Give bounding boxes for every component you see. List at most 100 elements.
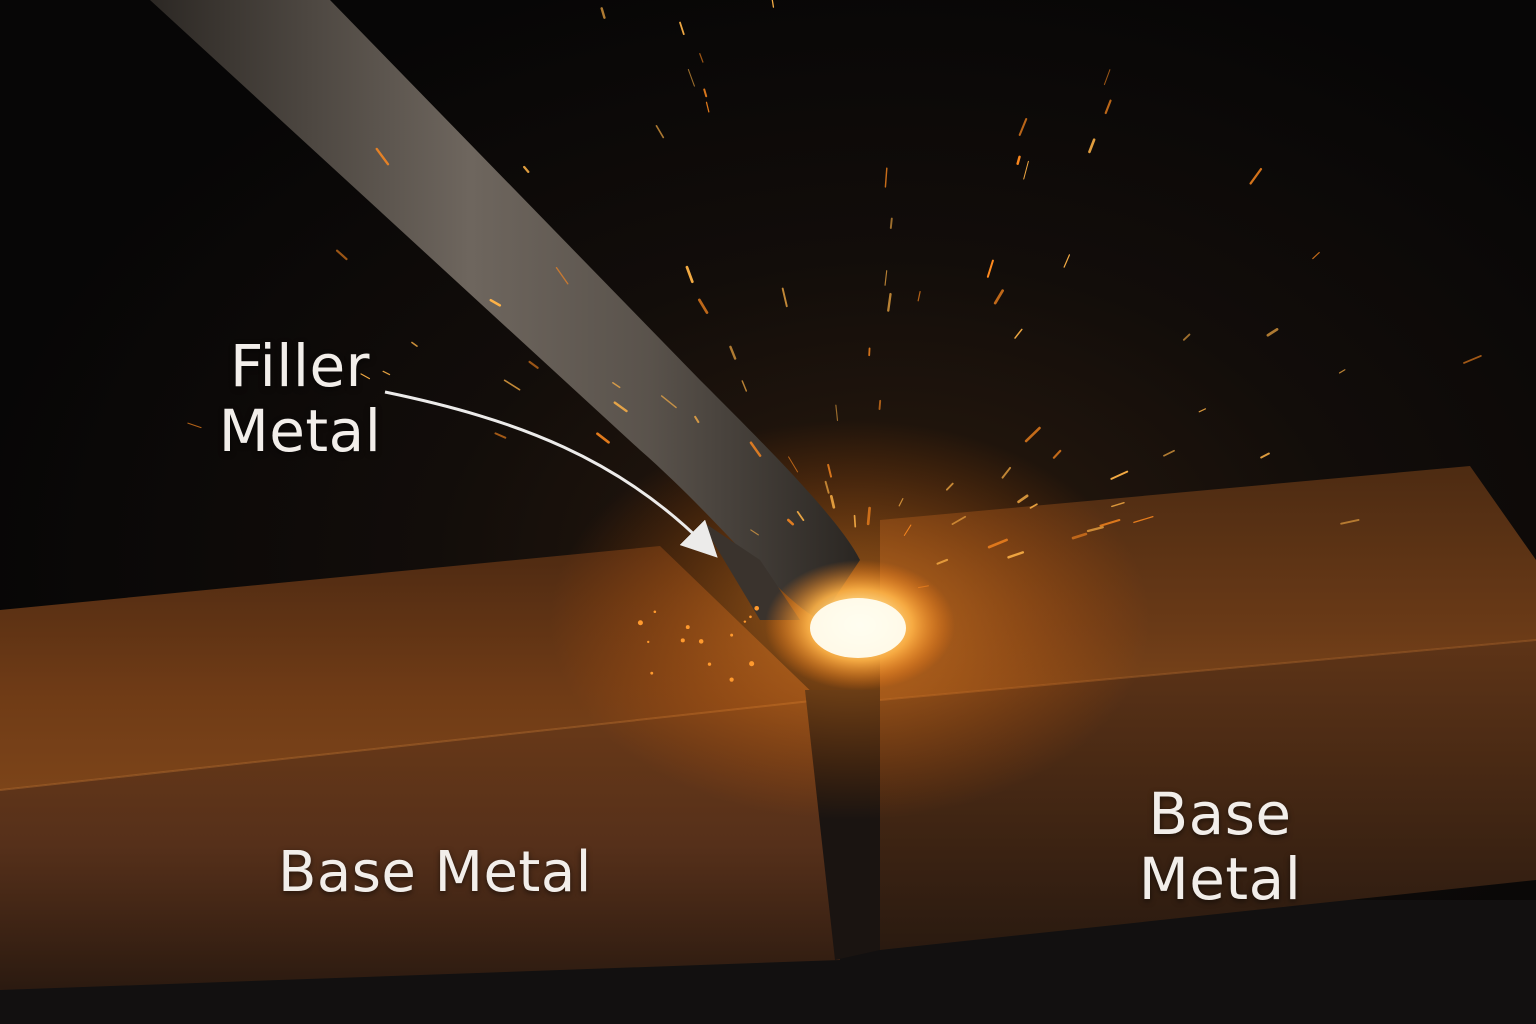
spark [878, 399, 882, 410]
rod-tip-shadow [700, 520, 800, 620]
spark [1001, 466, 1012, 479]
arrow-pointer-icon [384, 390, 718, 558]
spark [1023, 160, 1029, 180]
spark [655, 124, 665, 139]
spark [771, 0, 775, 8]
spark [555, 267, 569, 285]
spark [1029, 503, 1038, 509]
spark [835, 404, 839, 421]
spark [687, 69, 695, 87]
spark-dot [749, 615, 752, 619]
spark [951, 515, 967, 525]
spark [1071, 532, 1088, 540]
spark-dot [749, 661, 755, 667]
spark [898, 498, 904, 507]
spark [749, 441, 762, 457]
spark-dot [754, 605, 760, 611]
spark [945, 482, 954, 491]
spark [1312, 251, 1320, 260]
base-metal-left-label: Base Metal [278, 841, 592, 905]
spark [903, 524, 912, 536]
spark-dot [650, 671, 654, 675]
spark [829, 495, 836, 509]
spark [1018, 117, 1028, 136]
spark [596, 432, 610, 444]
spark [1182, 333, 1191, 341]
spark [786, 518, 795, 526]
spark [729, 345, 737, 360]
spark [528, 360, 539, 369]
spark-dot [743, 620, 747, 623]
spark [993, 289, 1004, 305]
spark-dot [698, 639, 704, 644]
spark-dot [647, 640, 650, 644]
spark [660, 395, 677, 409]
spark-dot [707, 662, 712, 666]
spark [1007, 551, 1025, 559]
spark [1052, 449, 1062, 459]
spark [1463, 355, 1482, 364]
spark [750, 529, 759, 536]
spark [917, 585, 929, 589]
spark-field [187, 0, 1482, 682]
spark [827, 463, 833, 478]
spark [411, 341, 418, 347]
spark [1198, 408, 1207, 413]
spark-dot [685, 625, 690, 630]
spark [986, 259, 994, 278]
base-metal-right-label: Base Metal [1130, 782, 1310, 912]
spark [523, 165, 530, 173]
spark [1017, 494, 1029, 504]
spark [987, 538, 1008, 549]
spark-dot [637, 620, 643, 626]
spark [187, 422, 202, 429]
spark [1024, 426, 1041, 443]
spark [796, 511, 805, 522]
spark [382, 370, 391, 376]
spark [884, 167, 888, 188]
spark [1249, 167, 1263, 185]
filler-label-line2: Metal [218, 396, 382, 465]
spark [1110, 470, 1129, 480]
spark-dot [653, 610, 657, 614]
spark [1163, 449, 1175, 457]
spark [697, 298, 709, 314]
spark [1266, 328, 1279, 337]
spark [1099, 518, 1121, 527]
spark-dot [729, 677, 734, 682]
spark [824, 480, 830, 494]
spark [917, 290, 921, 302]
base-right-line1: Base [1148, 780, 1292, 848]
spark [1338, 369, 1346, 374]
spark [741, 380, 748, 392]
spark [703, 88, 708, 98]
spark [489, 298, 502, 307]
spark [679, 21, 685, 36]
spark [699, 53, 704, 63]
spark [1088, 138, 1096, 154]
spark [887, 292, 892, 312]
spark-dot [730, 633, 734, 637]
spark [1103, 69, 1111, 86]
spark [503, 379, 521, 391]
arc-core [810, 598, 906, 658]
spark [705, 101, 710, 113]
spark [1016, 155, 1021, 165]
spark [1086, 526, 1104, 533]
spark [936, 558, 949, 565]
filler-label-line1: Filler [229, 332, 370, 400]
spark [1063, 254, 1071, 268]
spark [1260, 452, 1270, 459]
spark [375, 147, 390, 166]
spark [335, 249, 348, 261]
base-right-line2: Metal [1138, 844, 1302, 913]
spark [853, 514, 857, 528]
spark [600, 7, 606, 19]
filler-rod [150, 0, 860, 620]
spark [1014, 328, 1023, 339]
spark [613, 401, 628, 413]
spark [685, 265, 694, 284]
spark [694, 415, 700, 424]
